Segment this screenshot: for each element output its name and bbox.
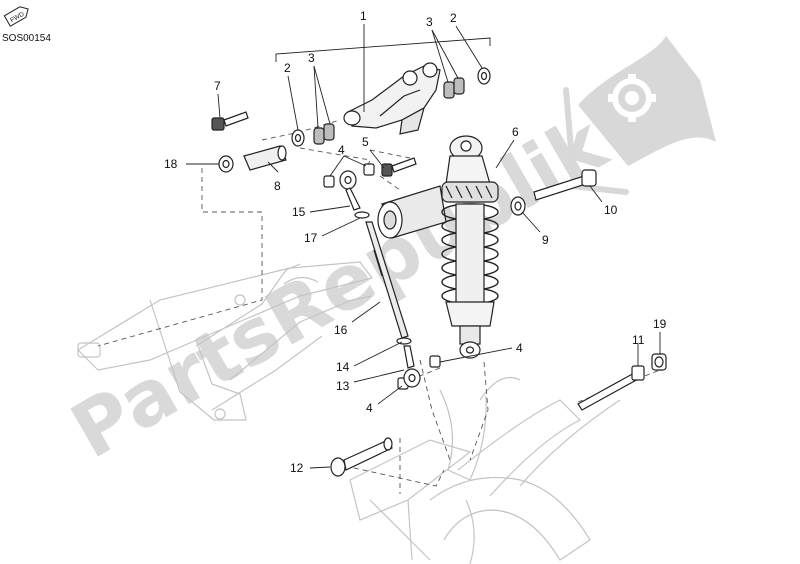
bolt-part-11 — [577, 365, 645, 411]
callout-12: 12 — [290, 461, 304, 475]
callout-4-lower: 4 — [366, 401, 373, 415]
callout-3-right: 3 — [426, 15, 433, 29]
callout-5: 5 — [362, 135, 369, 149]
callout-18: 18 — [164, 157, 178, 171]
ring-part-17 — [354, 211, 370, 219]
callout-9: 9 — [542, 233, 549, 247]
bolt-part-12 — [330, 437, 393, 477]
callout-1: 1 — [360, 9, 367, 23]
rocker-linkage-part — [343, 62, 441, 135]
bearing-pair-right — [443, 77, 465, 99]
callout-2-left: 2 — [284, 61, 291, 75]
shock-absorber-part-6 — [377, 135, 499, 359]
watermark-gear-flag-icon — [563, 36, 716, 195]
callout-19: 19 — [653, 317, 667, 331]
rod-end-lower-part-13 — [403, 345, 421, 388]
callout-15: 15 — [292, 205, 306, 219]
diagram-code: SOS00154 — [2, 33, 51, 44]
washer-part-right — [477, 67, 491, 85]
callout-10: 10 — [604, 203, 618, 217]
callout-17: 17 — [304, 231, 318, 245]
nut-part-top-b — [363, 163, 375, 176]
washer-part-9 — [510, 196, 526, 216]
callout-2-right: 2 — [450, 11, 457, 25]
spacer-tube-part-8 — [243, 145, 287, 171]
bolt-part-5 — [381, 157, 417, 177]
washer-part-left — [291, 129, 305, 147]
callout-8: 8 — [274, 179, 281, 193]
callout-13: 13 — [336, 379, 350, 393]
callout-3-left: 3 — [308, 51, 315, 65]
nut-part-19 — [651, 353, 667, 371]
bearing-pair-left — [313, 123, 335, 145]
ghost-frame — [77, 261, 621, 564]
rod-end-upper-part-15 — [339, 170, 361, 211]
callout-11: 11 — [632, 333, 645, 347]
callout-6: 6 — [512, 125, 519, 139]
nut-part-top-a — [323, 175, 335, 188]
leader-lines — [186, 24, 661, 469]
bolt-part-10 — [533, 169, 597, 201]
callout-4-top: 4 — [338, 143, 345, 157]
nut-part-bottom — [429, 355, 441, 368]
bolt-part-7 — [211, 111, 249, 131]
bushing-part-18 — [218, 155, 234, 173]
tie-rod-part-16 — [365, 221, 409, 339]
fwd-direction-icon: FWD — [3, 6, 29, 27]
callout-7: 7 — [214, 79, 221, 93]
callout-16: 16 — [334, 323, 348, 337]
callout-4-right: 4 — [516, 341, 523, 355]
callout-14: 14 — [336, 360, 350, 374]
callout-labels: 1 2 2 3 3 4 4 4 5 6 7 8 9 10 11 12 13 14… — [164, 9, 667, 475]
